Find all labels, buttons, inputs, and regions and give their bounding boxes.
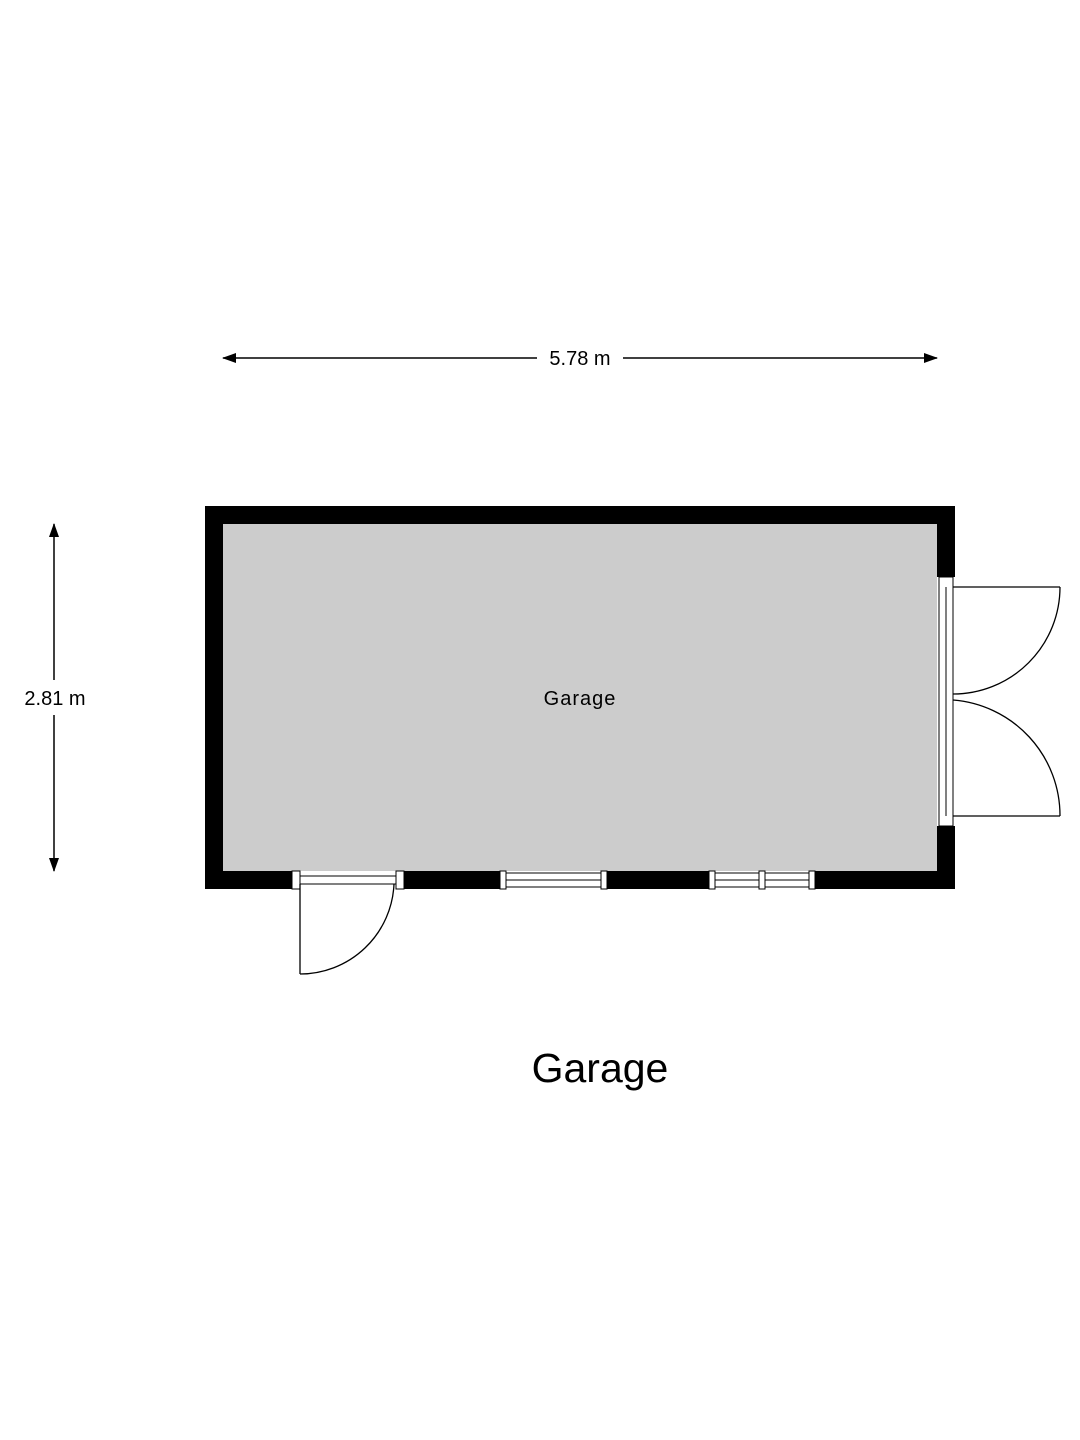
window-2-jamb-right — [808, 870, 816, 890]
room-label: Garage — [544, 688, 617, 710]
bottom-door-swing-arc — [299, 883, 395, 975]
door-threshold — [299, 875, 397, 885]
bottom-openings — [291, 870, 816, 890]
walls — [205, 506, 955, 889]
door-frame-jamb-left — [291, 870, 301, 890]
wall-bottom-segment-4 — [815, 871, 955, 889]
door-frame-jamb-right — [395, 870, 405, 890]
bottom-door — [299, 883, 395, 975]
wall-top — [205, 506, 955, 524]
depth-dimension: 2.81 m — [24, 523, 86, 872]
depth-dimension-label: 2.81 m — [24, 688, 85, 710]
wall-left — [205, 506, 223, 889]
wall-bottom-segment-3 — [607, 871, 709, 889]
window-2-jamb-left — [708, 870, 716, 890]
right-double-door — [938, 576, 1061, 827]
window-2-mullion — [758, 870, 766, 890]
wall-bottom-segment-2 — [404, 871, 500, 889]
right-door-swing-arc-top — [952, 586, 1061, 695]
wall-bottom-segment-1 — [205, 871, 292, 889]
right-door-swing-arc-bottom — [952, 699, 1061, 817]
window-1-jamb-right — [600, 870, 608, 890]
wall-right-upper — [937, 506, 955, 577]
window-1-jamb-left — [499, 870, 507, 890]
width-dimension-label: 5.78 m — [549, 348, 610, 370]
plan-title: Garage — [532, 1045, 669, 1091]
width-dimension: 5.78 m — [222, 348, 938, 370]
room-floor — [223, 524, 937, 871]
